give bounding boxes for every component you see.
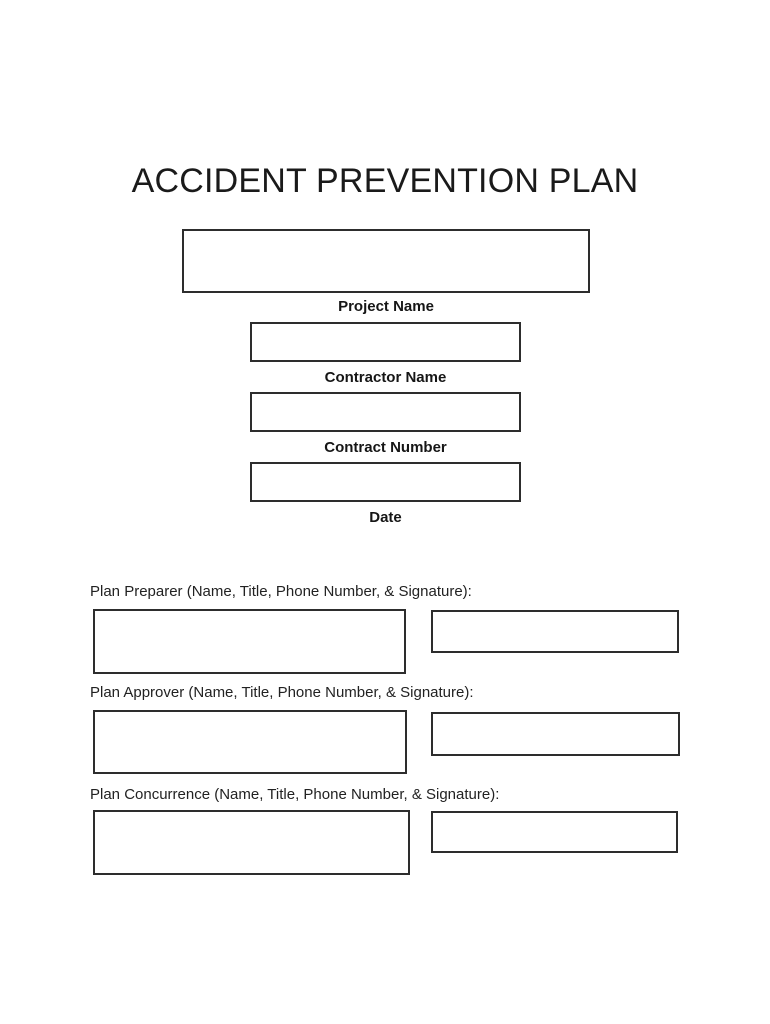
- contractor-name-input[interactable]: [250, 322, 521, 362]
- plan-approver-info-input[interactable]: [93, 710, 407, 774]
- project-name-label: Project Name: [338, 298, 434, 315]
- plan-preparer-signature-input[interactable]: [431, 610, 679, 653]
- plan-concurrence-label: Plan Concurrence (Name, Title, Phone Num…: [90, 786, 500, 803]
- date-input[interactable]: [250, 462, 521, 502]
- plan-approver-signature-input[interactable]: [431, 712, 680, 756]
- date-label: Date: [369, 509, 402, 526]
- contractor-name-label: Contractor Name: [324, 369, 447, 386]
- plan-preparer-info-input[interactable]: [93, 609, 406, 674]
- contract-number-label: Contract Number: [324, 439, 447, 456]
- plan-concurrence-signature-input[interactable]: [431, 811, 678, 853]
- plan-concurrence-info-input[interactable]: [93, 810, 410, 875]
- plan-approver-label: Plan Approver (Name, Title, Phone Number…: [90, 684, 474, 701]
- page-title: ACCIDENT PREVENTION PLAN: [131, 162, 639, 200]
- contract-number-input[interactable]: [250, 392, 521, 432]
- plan-preparer-label: Plan Preparer (Name, Title, Phone Number…: [90, 583, 472, 600]
- project-name-input[interactable]: [182, 229, 590, 293]
